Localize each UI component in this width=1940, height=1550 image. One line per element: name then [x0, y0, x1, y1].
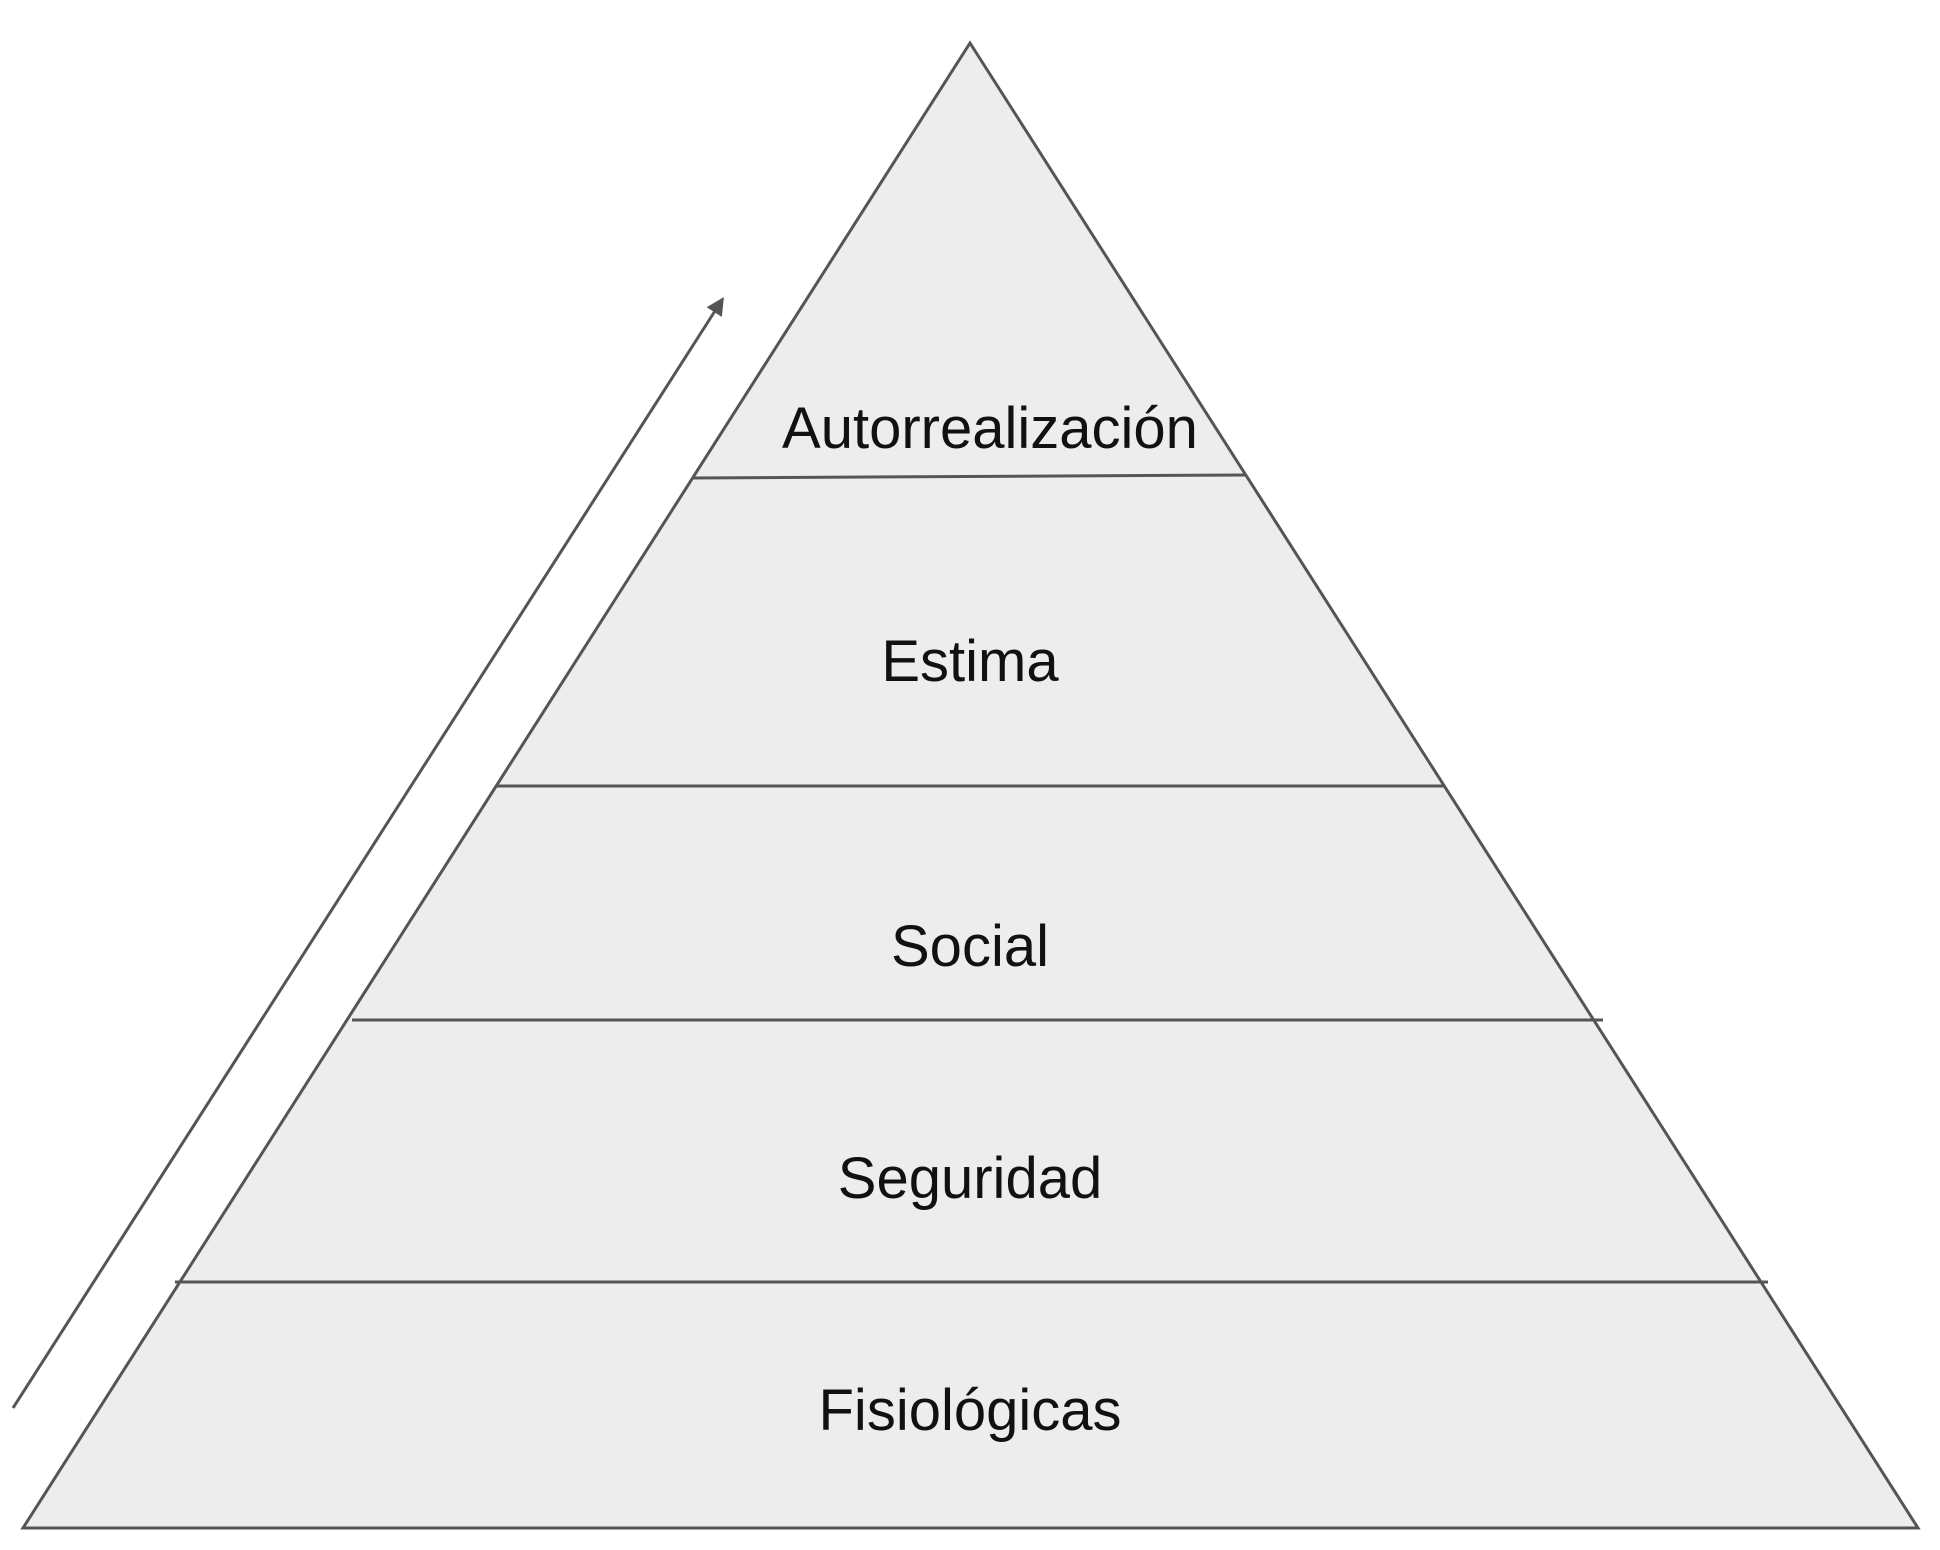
level-label-social: Social [891, 914, 1049, 979]
level-label-estima: Estima [881, 629, 1059, 694]
ascending-arrow [11, 296, 724, 1409]
level-label-autorrealizacion: Autorrealización [782, 396, 1198, 461]
level-label-seguridad: Seguridad [838, 1146, 1102, 1211]
divider-line [691, 473, 1246, 480]
level-label-fisiologicas: Fisiológicas [819, 1378, 1122, 1443]
